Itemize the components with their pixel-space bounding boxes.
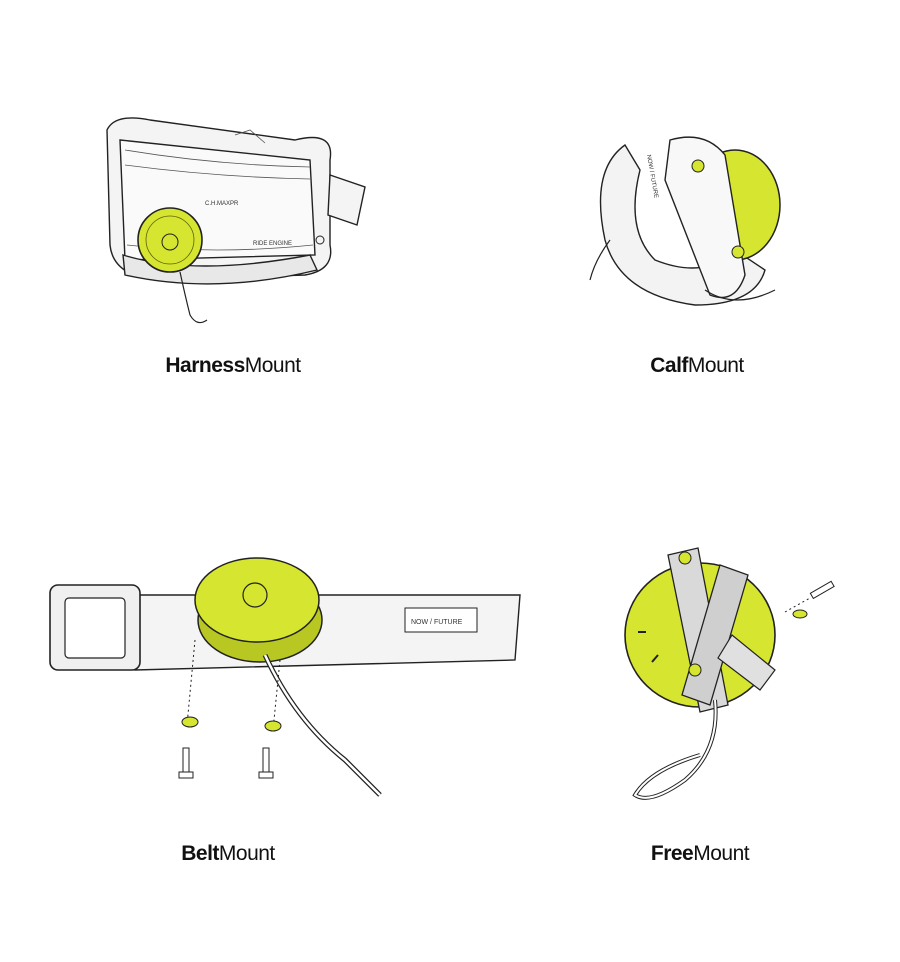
free-mount-caption: FreeMount — [600, 842, 800, 866]
belt-label-bold: Belt — [181, 842, 219, 865]
harness-label-regular: Mount — [244, 354, 301, 377]
belt-mount-illustration: NOW / FUTURE — [45, 550, 525, 810]
belt-puck — [194, 557, 320, 643]
belt-small-text: NOW / FUTURE — [411, 619, 463, 626]
free-label-bold: Free — [650, 842, 694, 865]
harness-label-bold: Harness — [165, 354, 245, 377]
calf-label-bold: Calf — [650, 354, 688, 377]
calf-label-regular: Mount — [687, 354, 744, 377]
free-label-regular: Mount — [693, 842, 750, 865]
free-mount-illustration — [620, 540, 840, 810]
harness-mount-illustration: C.H.MAXPR RIDE ENGINE — [95, 105, 385, 330]
belt-mount-caption: BeltMount — [128, 842, 328, 866]
calf-mount-illustration: NOW / FUTURE — [585, 130, 790, 315]
harness-puck — [137, 207, 203, 273]
harness-mount-caption: HarnessMount — [133, 354, 333, 378]
harness-small-text-1: C.H.MAXPR — [205, 201, 239, 207]
calf-mount-caption: CalfMount — [597, 354, 797, 378]
harness-small-text-2: RIDE ENGINE — [253, 241, 292, 247]
calf-small-text: NOW / FUTURE — [645, 154, 659, 198]
belt-label-regular: Mount — [218, 842, 275, 865]
